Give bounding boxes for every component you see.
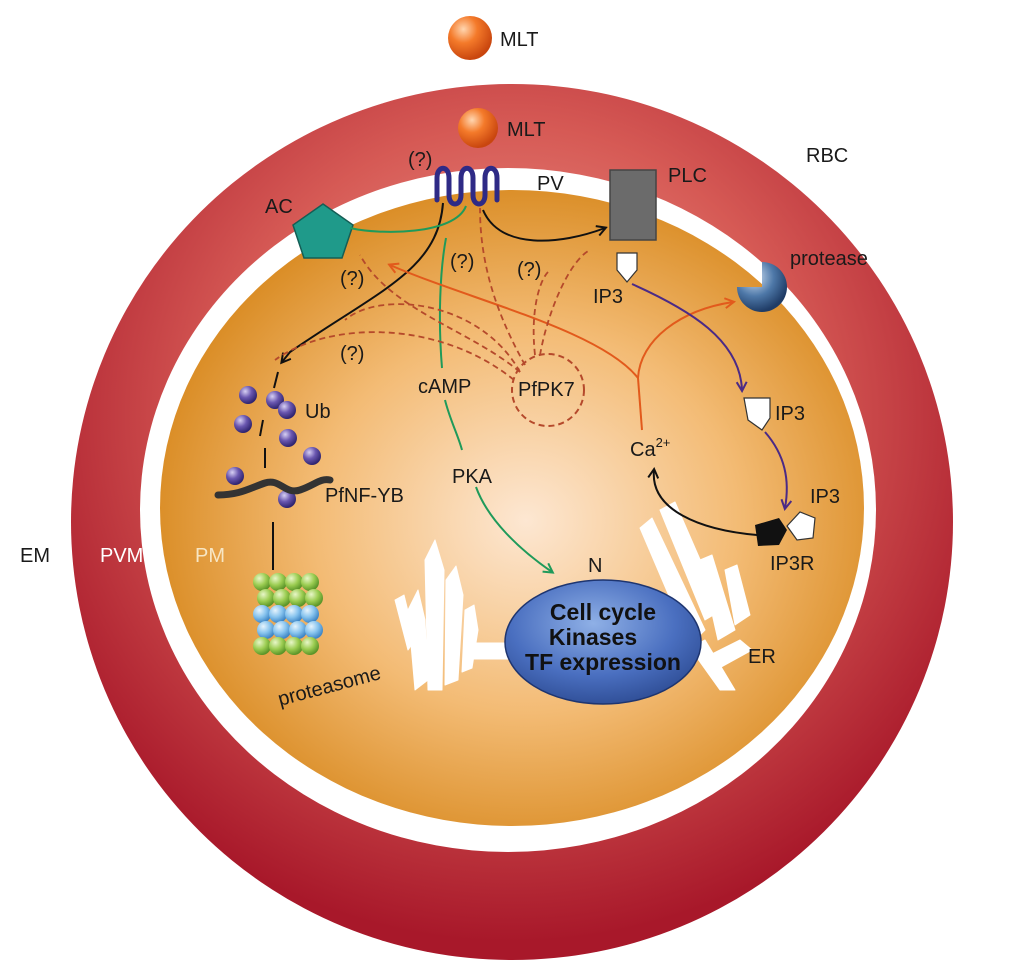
mlt-outer-sphere xyxy=(448,16,492,60)
question-mid1-label: (?) xyxy=(450,251,474,273)
pm-label: PM xyxy=(195,545,225,567)
ub-sphere xyxy=(239,386,257,404)
er-membrane-left xyxy=(394,539,511,691)
protease-label: protease xyxy=(790,248,868,270)
ip3-top-label: IP3 xyxy=(593,286,623,308)
ip3-tag-top-icon xyxy=(616,252,638,283)
proteasome-subunit xyxy=(257,589,275,607)
gpcr-to-ub-arrow xyxy=(282,202,444,362)
nucleus xyxy=(504,579,702,705)
pvm-label: PVM xyxy=(100,545,143,567)
pfnf-yb-strand xyxy=(214,476,334,499)
gpcr-receptor-icon xyxy=(434,165,500,207)
protease-icon xyxy=(737,262,787,312)
ip3-tag-right-icon xyxy=(786,511,816,541)
proteasome-subunit xyxy=(253,637,271,655)
nucleus-n-label: N xyxy=(588,555,602,577)
ub-link-1 xyxy=(273,371,279,389)
gpcr-to-ac-green-line xyxy=(349,205,467,233)
nucleus-line3-label: TF expression xyxy=(525,649,681,675)
proteasome-subunit xyxy=(285,637,303,655)
question-left-label: (?) xyxy=(340,343,364,365)
calcium-to-protease-arrow xyxy=(637,302,733,379)
ub-sphere xyxy=(279,429,297,447)
mlt-inner-sphere xyxy=(458,108,498,148)
proteasome-subunit xyxy=(301,637,319,655)
parasite-cytoplasm xyxy=(160,190,864,826)
proteasome-subunit xyxy=(301,605,319,623)
pv-label: PV xyxy=(537,173,564,195)
ub-cluster xyxy=(226,386,321,508)
nucleus-line1-label: Cell cycle xyxy=(550,599,656,625)
calcium-to-ac-arrow xyxy=(390,265,639,379)
proteasome-subunit xyxy=(285,605,303,623)
proteasome-subunit xyxy=(269,573,287,591)
pfnf-yb-label: PfNF-YB xyxy=(325,485,404,507)
nucleus-line2-label: Kinases xyxy=(549,624,637,650)
ip3-right-label: IP3 xyxy=(810,486,840,508)
plc-rect-icon xyxy=(609,169,657,241)
proteasome-subunit xyxy=(305,621,323,639)
ip3r-receptor-icon xyxy=(755,518,787,546)
camp-label: cAMP xyxy=(418,376,471,398)
ub-sphere xyxy=(266,391,284,409)
gpcr-to-plc-arrow xyxy=(482,209,605,242)
er-label: ER xyxy=(748,646,776,668)
em-label: EM xyxy=(20,545,50,567)
calcium-stem-line xyxy=(637,377,643,431)
proteasome-subunit xyxy=(273,621,291,639)
question-top-label: (?) xyxy=(408,149,432,171)
rbc-label: RBC xyxy=(806,145,848,167)
proteasome-subunit xyxy=(289,621,307,639)
ub-link-2 xyxy=(259,419,264,437)
ip3r-label: IP3R xyxy=(770,553,814,575)
pka-label: PKA xyxy=(452,466,493,488)
pfpk7-dashed-links xyxy=(274,207,591,381)
camp-to-pka-green-line xyxy=(444,399,463,451)
ub-label: Ub xyxy=(305,401,331,423)
proteasome-barrel xyxy=(253,573,323,655)
plc-label: PLC xyxy=(668,165,707,187)
ub-sphere xyxy=(278,490,296,508)
ip3-to-ip3-arrow xyxy=(631,283,742,390)
calcium-label: Ca2+ xyxy=(630,435,670,461)
question-ac-label: (?) xyxy=(340,268,364,290)
proteasome-subunit xyxy=(305,589,323,607)
pfpk7-label: PfPK7 xyxy=(518,379,575,401)
proteasome-subunit xyxy=(269,605,287,623)
proteasome-subunit xyxy=(285,573,303,591)
pka-to-nucleus-arrow xyxy=(475,486,552,572)
ip3-mid-label: IP3 xyxy=(775,403,805,425)
proteasome-subunit xyxy=(257,621,275,639)
pfpk7-dashed-circle xyxy=(511,353,585,427)
ub-sphere xyxy=(303,447,321,465)
proteasome-subunit xyxy=(289,589,307,607)
question-mid2-label: (?) xyxy=(517,259,541,281)
ip3-tag-mid-icon xyxy=(743,397,771,431)
proteasome-subunit xyxy=(301,573,319,591)
ub-sphere xyxy=(234,415,252,433)
ub-sphere xyxy=(278,401,296,419)
mlt-outer-label: MLT xyxy=(500,29,539,51)
proteasome-subunit xyxy=(253,605,271,623)
ac-label: AC xyxy=(265,196,293,218)
ub-sphere xyxy=(226,467,244,485)
proteasome-subunit xyxy=(269,637,287,655)
ac-pentagon-icon xyxy=(292,203,354,259)
ac-to-camp-green-line xyxy=(438,237,447,369)
proteasome-subunit xyxy=(253,573,271,591)
ip3-to-ip3r-arrow xyxy=(764,431,787,508)
proteasome-subunit xyxy=(273,589,291,607)
mlt-inner-label: MLT xyxy=(507,119,546,141)
ip3r-to-ca-arrow xyxy=(654,470,758,536)
